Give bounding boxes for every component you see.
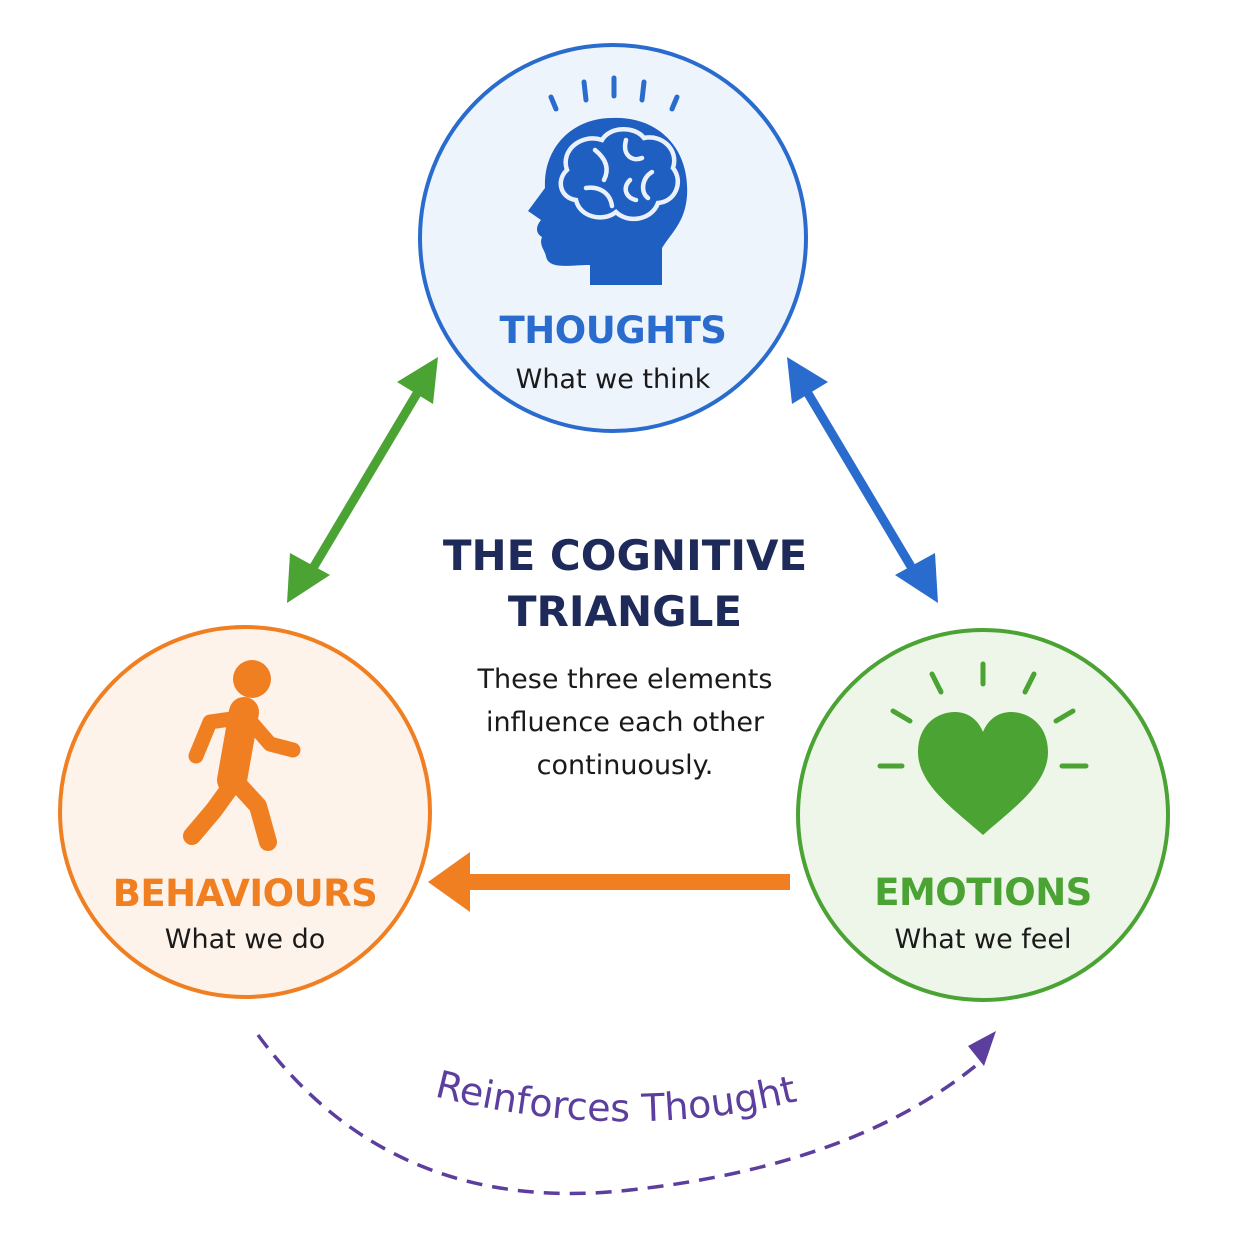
description-line-2: influence each other xyxy=(486,707,765,738)
behaviours-node: BEHAVIOURS What we do xyxy=(58,625,432,999)
reinforce-label: Reinforces Thought xyxy=(432,1062,800,1130)
head-brain-icon xyxy=(528,75,688,285)
description-line-3: continuously. xyxy=(537,750,714,781)
thoughts-subtitle: What we think xyxy=(516,364,711,395)
reinforce-curve-arrow xyxy=(256,1031,996,1196)
thoughts-behaviours-arrow xyxy=(287,357,438,603)
thoughts-title: THOUGHTS xyxy=(500,309,727,352)
title-line-2: TRIANGLE xyxy=(508,587,742,636)
reinforce-label-text: Reinforces Thought xyxy=(432,1062,800,1130)
behaviours-circle xyxy=(58,625,432,999)
emotions-subtitle: What we feel xyxy=(894,924,1071,955)
center-description: These three elements influence each othe… xyxy=(477,664,773,781)
glowing-heart-icon xyxy=(877,661,1089,835)
behaviours-title: BEHAVIOURS xyxy=(113,872,378,915)
thoughts-emotions-arrow xyxy=(787,357,938,603)
walking-person-icon xyxy=(183,660,301,851)
emotions-node: EMOTIONS What we feel xyxy=(796,628,1170,1002)
description-line-1: These three elements xyxy=(477,664,773,695)
title-line-1: THE COGNITIVE xyxy=(443,531,807,580)
emotions-title: EMOTIONS xyxy=(874,871,1092,914)
thoughts-node: THOUGHTS What we think xyxy=(418,43,808,433)
center-title: THE COGNITIVE TRIANGLE xyxy=(443,531,807,636)
emotions-behaviours-arrow xyxy=(428,852,790,912)
behaviours-subtitle: What we do xyxy=(165,924,325,955)
